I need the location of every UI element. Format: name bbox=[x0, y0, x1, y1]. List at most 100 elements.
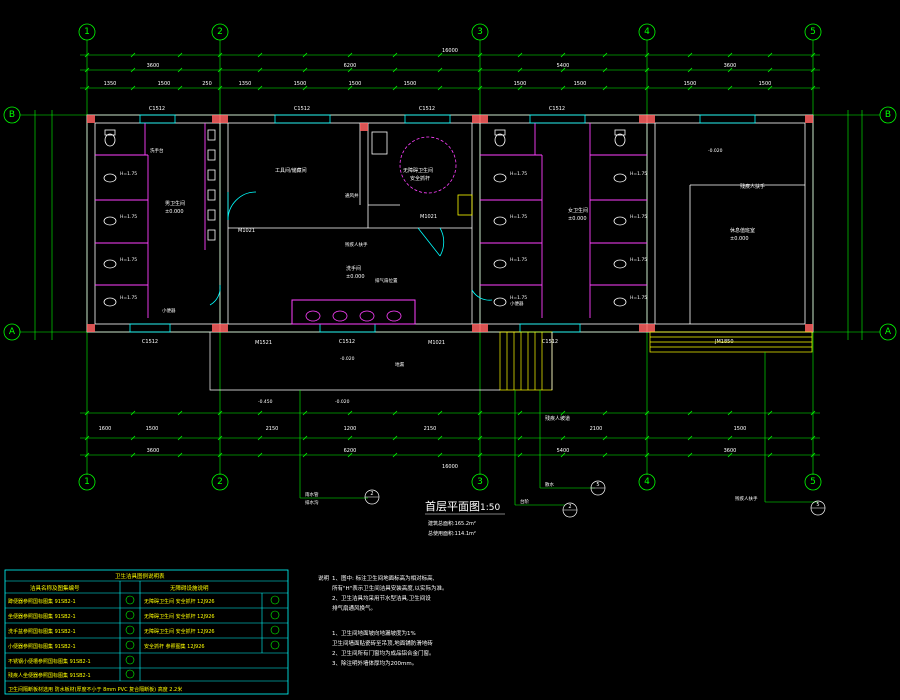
dimension-tick bbox=[302, 410, 308, 416]
fixture-height-label: H=1.75 bbox=[630, 257, 647, 263]
callout-note-3: 台阶 bbox=[520, 498, 529, 505]
fixture-height-label: H=1.75 bbox=[630, 214, 647, 220]
notes-line-1: 1、图中: 标注卫生间地面标高为相对标高, bbox=[332, 574, 435, 582]
fixture-height-label: H=1.75 bbox=[120, 171, 137, 177]
squat-toilet bbox=[103, 259, 117, 269]
dimension-tick bbox=[217, 435, 223, 441]
dimension-tick bbox=[644, 452, 650, 458]
fixture-height-label: H=1.75 bbox=[510, 171, 527, 177]
dimension-tick bbox=[644, 52, 650, 58]
dimension-tick bbox=[302, 435, 308, 441]
accessible-sink bbox=[457, 194, 473, 216]
dim-top-detail-3: 250 bbox=[202, 81, 212, 87]
dimension-tick bbox=[477, 410, 483, 416]
dimension-tick bbox=[302, 67, 308, 73]
callout-note-7: 通风井 bbox=[345, 192, 359, 199]
dimension-tick bbox=[560, 67, 566, 73]
legend-table bbox=[4, 569, 289, 695]
drawing-scale: 1:50 bbox=[480, 503, 500, 513]
dimension-tick bbox=[727, 67, 733, 73]
wc-bowl bbox=[494, 133, 506, 147]
dimension-tick bbox=[644, 67, 650, 73]
dimension-tick bbox=[347, 52, 353, 58]
grid-label-a-left: A bbox=[9, 327, 16, 337]
dimension-tick bbox=[177, 67, 183, 73]
dim-top-total: 16000 bbox=[442, 48, 458, 54]
squat-toilet bbox=[103, 216, 117, 226]
grid-bubble-1-top bbox=[78, 23, 96, 41]
squat-toilet bbox=[613, 297, 627, 307]
dimension-tick bbox=[130, 67, 136, 73]
toilet-fixtures: H=1.75H=1.75H=1.75H=1.75H=1.75H=1.75H=1.… bbox=[103, 129, 647, 307]
dimension-tick bbox=[560, 52, 566, 58]
dim-bottom-total: 16000 bbox=[442, 464, 458, 470]
dim-bottom-span-4: 3600 bbox=[724, 448, 737, 454]
dim-bottom-detail-3: 2150 bbox=[266, 426, 279, 432]
callout-note-2: 排水沟 bbox=[305, 499, 319, 506]
notes-line-9: 3、除注明外墙体厚均为200mm。 bbox=[332, 659, 417, 667]
legend-row-3-c: 无障碍卫生间 安全抓杆 12J926 bbox=[144, 628, 215, 635]
grid-label-4-bottom: 4 bbox=[644, 477, 650, 487]
apron bbox=[209, 332, 553, 391]
dimension-tick bbox=[392, 435, 398, 441]
fixture-height-label: H=1.75 bbox=[120, 295, 137, 301]
ramp-label: 残疾人坡道 bbox=[545, 415, 570, 422]
room-label-right: 休息值班室 bbox=[730, 227, 755, 234]
grid-bubble-5-top bbox=[804, 23, 822, 41]
notes-line-6: 1、卫生间地面坡向地漏坡度为1% bbox=[332, 629, 416, 637]
dimension-tick bbox=[767, 452, 773, 458]
dim-bottom-detail-4: 1200 bbox=[344, 426, 357, 432]
dimension-tick bbox=[560, 85, 566, 91]
dimension-tick bbox=[767, 410, 773, 416]
dim-bottom-detail-1: 1600 bbox=[99, 426, 112, 432]
dimension-tick bbox=[392, 52, 398, 58]
accessible-wc bbox=[371, 131, 388, 155]
fixture-height-label: H=1.75 bbox=[630, 295, 647, 301]
dimension-tick bbox=[727, 410, 733, 416]
dimension-tick bbox=[177, 452, 183, 458]
dimension-tick bbox=[810, 410, 816, 416]
dim-top-detail-5: 1500 bbox=[294, 81, 307, 87]
dimension-tick bbox=[437, 85, 443, 91]
grid-bubble-2-top bbox=[211, 23, 229, 41]
dim-top-span-1: 3600 bbox=[147, 63, 160, 69]
elev-4: -0.450 bbox=[258, 399, 273, 405]
legend-row-4-a: 小便器参照国标图集 91SB2-1 bbox=[8, 643, 76, 650]
dimension-tick bbox=[767, 67, 773, 73]
squat-toilet bbox=[613, 259, 627, 269]
dim-bottom-span-2: 6200 bbox=[344, 448, 357, 454]
window-label-7: C1512 bbox=[542, 339, 558, 345]
grid-bubble-4-bottom bbox=[638, 473, 656, 491]
dim-top-detail-6: 1500 bbox=[349, 81, 362, 87]
grid-label-2-top: 2 bbox=[217, 27, 223, 37]
grid-label-1-top: 1 bbox=[84, 27, 90, 37]
dimension-tick bbox=[644, 85, 650, 91]
dimension-tick bbox=[602, 67, 608, 73]
callout-note-4: 散水 bbox=[545, 481, 554, 488]
squat-toilet bbox=[493, 173, 507, 183]
room-area-right: ±0.000 bbox=[730, 236, 749, 242]
grid-bubble-2-bottom bbox=[211, 473, 229, 491]
fixture-height-label: H=1.75 bbox=[630, 171, 647, 177]
dimension-tick bbox=[767, 52, 773, 58]
grid-bubble-3-top bbox=[471, 23, 489, 41]
squat-toilet bbox=[613, 216, 627, 226]
section-mark-1: 2 bbox=[370, 491, 373, 497]
grid-label-3-top: 3 bbox=[477, 27, 483, 37]
wc-bowl bbox=[104, 133, 116, 147]
dimension-tick bbox=[602, 410, 608, 416]
grid-label-b-left: B bbox=[9, 110, 15, 120]
dimension-tick bbox=[84, 85, 90, 91]
dimension-tick bbox=[810, 435, 816, 441]
dimension-tick bbox=[392, 85, 398, 91]
dimension-tick bbox=[517, 85, 523, 91]
dimension-tick bbox=[392, 452, 398, 458]
section-markers bbox=[364, 480, 826, 518]
dimension-tick bbox=[477, 85, 483, 91]
dim-bottom-span-3: 5400 bbox=[557, 448, 570, 454]
toilet-stalls-right bbox=[480, 123, 647, 318]
fixture-height-label: H=1.75 bbox=[510, 295, 527, 301]
callout-note-9: 残疾人扶手 bbox=[345, 241, 368, 248]
dimension-tick bbox=[437, 52, 443, 58]
dimension-tick bbox=[177, 52, 183, 58]
